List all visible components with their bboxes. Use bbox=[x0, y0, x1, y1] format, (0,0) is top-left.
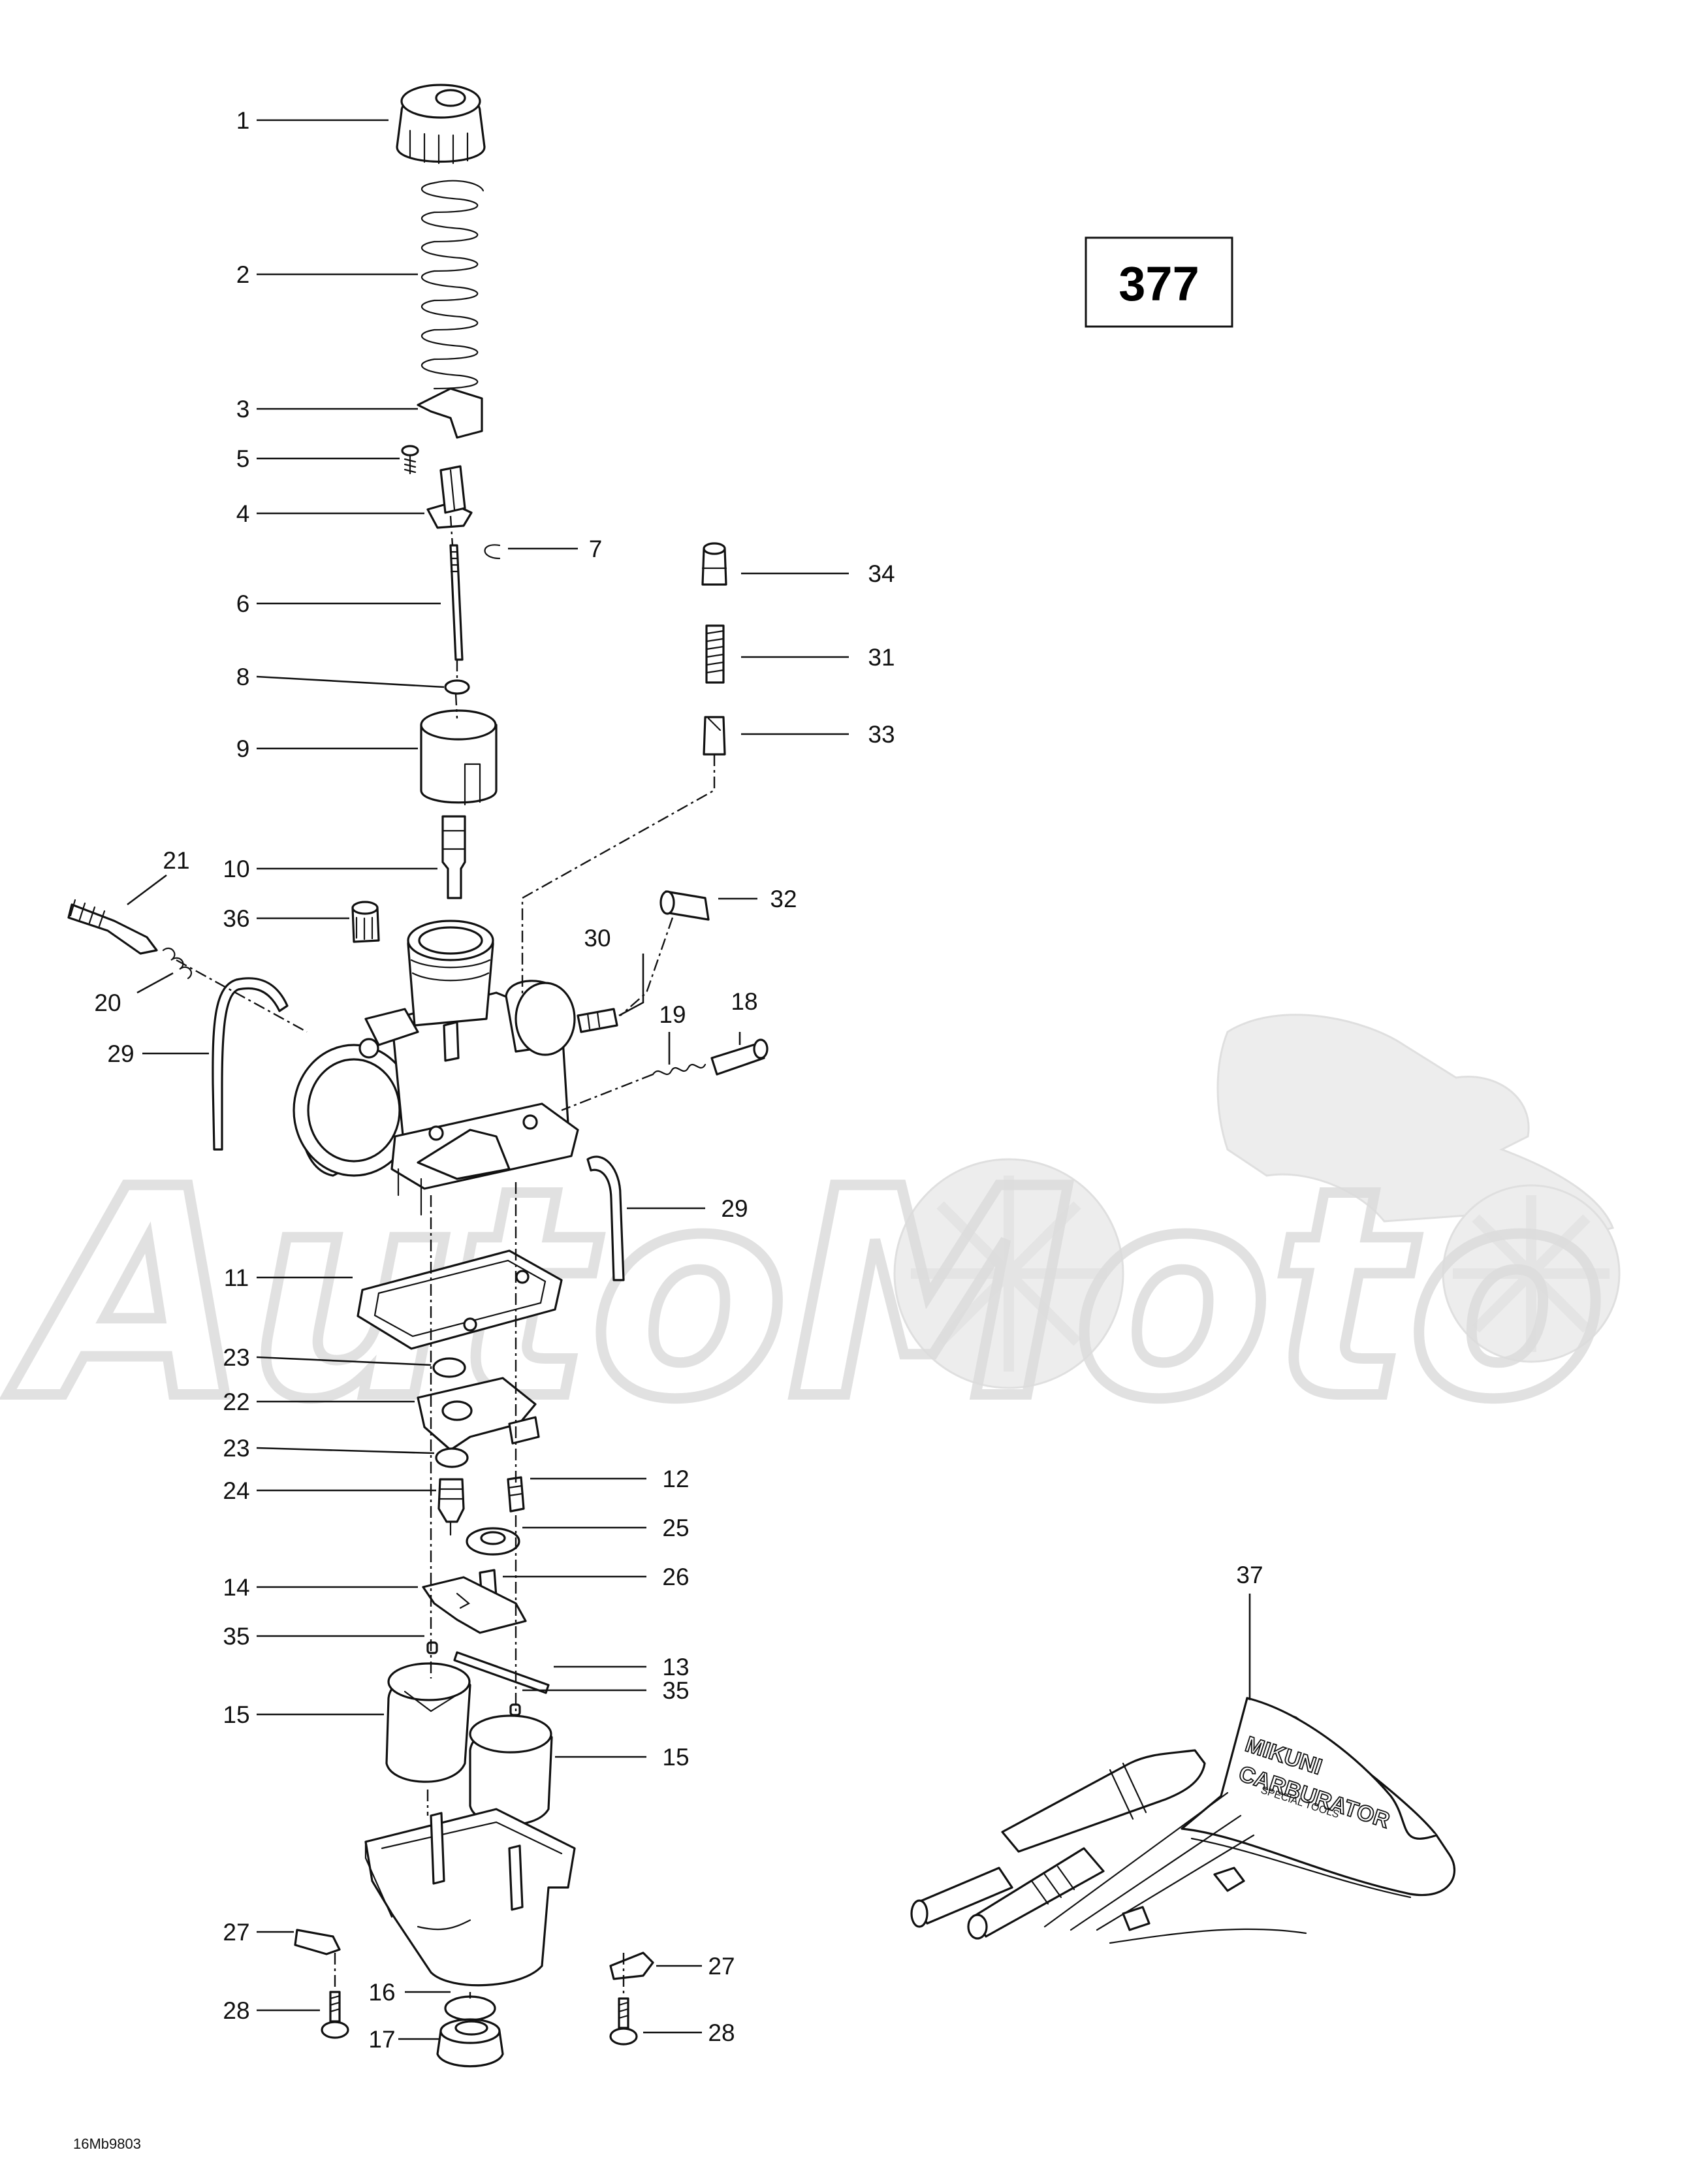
watermark-text: AutoMoto bbox=[4, 1128, 1606, 1462]
callout-15-right: 15 bbox=[662, 1744, 689, 1771]
part-1-cap bbox=[396, 84, 486, 165]
callout-7: 7 bbox=[589, 536, 603, 562]
part-24-main-jet bbox=[437, 1478, 465, 1536]
callout-numbers: 1 2 3 5 4 7 6 8 9 10 21 36 20 29 34 31 3… bbox=[94, 107, 1263, 2053]
callout-22: 22 bbox=[223, 1389, 249, 1415]
part-15-float-right bbox=[469, 1714, 553, 1826]
part-2-spring bbox=[420, 180, 484, 390]
part-35-plug-left bbox=[426, 1641, 438, 1654]
part-17-drain-plug bbox=[436, 2018, 504, 2068]
carburetor-body bbox=[293, 920, 579, 1216]
callout-12: 12 bbox=[662, 1466, 689, 1492]
callout-8: 8 bbox=[236, 664, 250, 690]
part-25-washer bbox=[466, 1527, 520, 1556]
callout-21: 21 bbox=[163, 847, 189, 874]
part-8-washer bbox=[444, 679, 470, 695]
part-13-float-pin bbox=[453, 1651, 550, 1694]
part-21-screw bbox=[67, 899, 158, 955]
part-5-screw bbox=[401, 445, 419, 475]
part-14-float-arm bbox=[422, 1576, 527, 1634]
callout-16: 16 bbox=[368, 1979, 395, 2006]
callout-34: 34 bbox=[868, 560, 895, 587]
callout-2: 2 bbox=[236, 261, 250, 288]
callout-27-left: 27 bbox=[223, 1919, 249, 1946]
callout-24: 24 bbox=[223, 1477, 249, 1504]
callout-23-upper: 23 bbox=[223, 1344, 249, 1371]
watermark-motorcycle bbox=[1216, 1014, 1615, 1236]
callout-3: 3 bbox=[236, 396, 250, 423]
part-27-clip-right bbox=[609, 1951, 654, 1980]
callout-9: 9 bbox=[236, 735, 250, 762]
callout-32: 32 bbox=[770, 886, 797, 912]
callout-30: 30 bbox=[584, 925, 611, 952]
callout-27-right: 27 bbox=[708, 1953, 735, 1980]
callout-4: 4 bbox=[236, 500, 250, 527]
part-12-pilot-jet bbox=[507, 1476, 525, 1513]
callout-28-left: 28 bbox=[223, 1997, 249, 2024]
callout-26: 26 bbox=[662, 1564, 689, 1590]
leader-lines bbox=[127, 119, 1251, 2040]
callout-10: 10 bbox=[223, 856, 249, 882]
callout-36: 36 bbox=[223, 905, 249, 932]
parts-drawing: MIKUNI CARBURATOR SPECIAL TOOLS bbox=[67, 84, 1456, 2152]
part-4-clip-holder bbox=[426, 465, 473, 529]
page-number: 377 bbox=[1119, 257, 1199, 311]
part-23-o-ring-upper bbox=[432, 1357, 466, 1378]
callout-31: 31 bbox=[868, 644, 895, 671]
part-36-cap bbox=[351, 901, 380, 943]
callout-11: 11 bbox=[224, 1264, 249, 1291]
part-29-hose-left bbox=[212, 977, 289, 1151]
callout-20: 20 bbox=[94, 989, 121, 1016]
callout-25: 25 bbox=[662, 1515, 689, 1541]
part-9-throttle-valve bbox=[420, 709, 498, 806]
part-28-screw-right bbox=[609, 1997, 638, 2046]
callout-13: 13 bbox=[662, 1654, 689, 1680]
part-30-fitting bbox=[577, 1008, 618, 1033]
part-15-float-left bbox=[385, 1662, 471, 1783]
part-7-e-clip bbox=[484, 544, 501, 560]
part-34-jet bbox=[701, 542, 727, 586]
callout-15-left: 15 bbox=[223, 1701, 249, 1728]
drawing-code: 16Mb9803 bbox=[73, 2136, 141, 2152]
part-22-baffle-plate bbox=[417, 1377, 540, 1451]
callout-29-right: 29 bbox=[721, 1195, 748, 1222]
float-bowl bbox=[364, 1808, 576, 1987]
callout-19: 19 bbox=[659, 1001, 686, 1028]
part-11-gasket bbox=[357, 1249, 563, 1350]
callout-37: 37 bbox=[1236, 1562, 1263, 1588]
part-32-cap bbox=[659, 890, 710, 921]
callout-6: 6 bbox=[236, 590, 250, 617]
callout-35-right: 35 bbox=[662, 1677, 689, 1704]
callout-5: 5 bbox=[236, 445, 250, 472]
page-number-box: 377 bbox=[1085, 236, 1233, 328]
callout-33: 33 bbox=[868, 721, 895, 748]
callout-29-upper: 29 bbox=[107, 1040, 134, 1067]
callout-35-left: 35 bbox=[223, 1623, 249, 1650]
part-3-plate bbox=[417, 387, 483, 439]
part-29-hose-right bbox=[586, 1155, 625, 1281]
part-27-clip-left bbox=[294, 1929, 341, 1955]
assembly-lines bbox=[176, 515, 716, 1999]
callout-18: 18 bbox=[731, 988, 757, 1015]
part-20-spring bbox=[162, 947, 192, 980]
part-23-o-ring-lower bbox=[435, 1447, 469, 1468]
part-19-spring bbox=[652, 1063, 706, 1076]
part-18-screw bbox=[710, 1038, 769, 1076]
part-10-needle-jet bbox=[441, 815, 466, 899]
part-31-spring bbox=[705, 624, 725, 684]
part-33-seat bbox=[703, 716, 726, 756]
part-16-o-ring bbox=[444, 1995, 496, 2021]
watermark: AutoMoto bbox=[0, 1014, 1621, 1468]
watermark-wheel-spokes bbox=[911, 1176, 1610, 1372]
callout-14: 14 bbox=[223, 1574, 249, 1601]
callout-1: 1 bbox=[236, 107, 250, 134]
callout-17: 17 bbox=[368, 2026, 395, 2053]
callout-28-right: 28 bbox=[708, 2019, 735, 2046]
part-28-screw-left bbox=[321, 1991, 349, 2039]
callout-23-lower: 23 bbox=[223, 1435, 249, 1462]
part-6-needle bbox=[449, 544, 464, 661]
part-37-tool-kit: MIKUNI CARBURATOR SPECIAL TOOLS bbox=[910, 1697, 1456, 1944]
